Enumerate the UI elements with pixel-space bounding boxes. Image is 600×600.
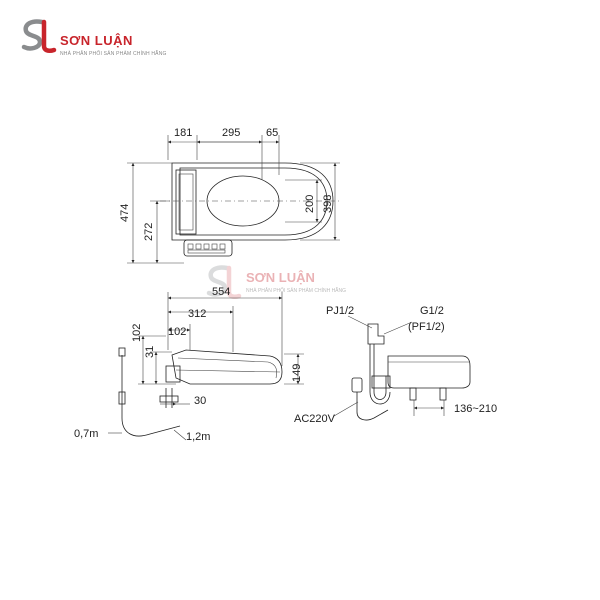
voltage-label: AC220V (294, 413, 336, 425)
distance-range-label: 136~210 (454, 403, 497, 415)
dim-181: 181 (174, 127, 192, 139)
dim-554: 554 (212, 286, 230, 298)
dim-65: 65 (266, 127, 278, 139)
top-view: 181 295 65 474 272 200 398 (119, 127, 340, 264)
dim-474: 474 (119, 204, 131, 222)
dim-30: 30 (194, 395, 206, 407)
cable-length-short: 0,7m (74, 428, 98, 440)
plumbing-view: PJ1/2 G1/2 (PF1/2) AC220V 136~210 (294, 305, 497, 425)
dim-272: 272 (143, 223, 155, 241)
dim-312: 312 (188, 308, 206, 320)
brand-logo-mark (21, 19, 57, 54)
g-thread-label: G1/2 (420, 305, 444, 317)
pj-fitting-label: PJ1/2 (326, 305, 354, 317)
brand-name: SƠN LUẬN (60, 33, 133, 48)
watermark-logo (203, 262, 243, 307)
dim-102-horizontal: 102 (168, 326, 186, 338)
brand-logo (18, 16, 58, 56)
dim-149: 149 (291, 364, 303, 382)
side-view: 554 312 102 102 31 149 30 0,7m 1,2m (74, 286, 304, 443)
control-panel-buttons (187, 243, 226, 254)
dim-31: 31 (144, 346, 156, 358)
pf-thread-label: (PF1/2) (408, 321, 445, 333)
watermark-tagline: NHÀ PHÂN PHỐI SẢN PHẨM CHÍNH HÃNG (246, 288, 347, 294)
dim-398: 398 (322, 195, 334, 213)
cable-length-long: 1,2m (186, 431, 210, 443)
brand-tagline: NHÀ PHÂN PHỐI SẢN PHẨM CHÍNH HÃNG (60, 51, 167, 57)
dim-102-vertical: 102 (131, 324, 143, 342)
dim-200: 200 (304, 195, 316, 213)
watermark-name: SƠN LUẬN (246, 270, 315, 285)
dim-295: 295 (222, 127, 240, 139)
